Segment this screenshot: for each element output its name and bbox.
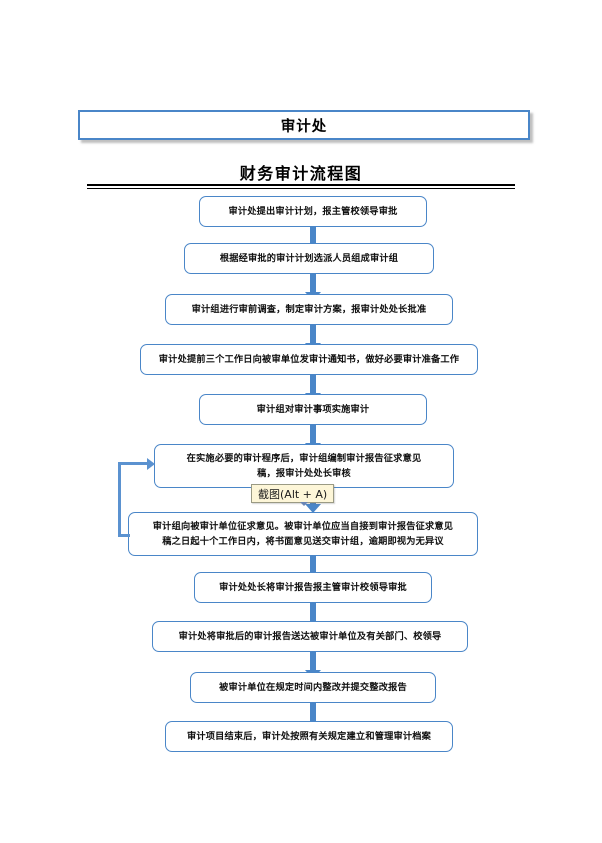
- flow-step-7[interactable]: 审计组向被审计单位征求意见。被审计单位应当自接到审计报告征求意见 稿之日起十个工…: [128, 512, 478, 556]
- flow-step-4[interactable]: 审计处提前三个工作日向被审单位发审计通知书，做好必要审计准备工作: [140, 344, 478, 375]
- flow-step-10-label: 被审计单位在规定时间内整改并提交整改报告: [219, 682, 407, 693]
- loop-segment-top: [118, 462, 148, 465]
- screenshot-tooltip-pointer-icon: [300, 502, 308, 506]
- flow-step-9-label: 审计处将审批后的审计报告送达被审计单位及有关部门、校领导: [178, 631, 442, 642]
- loop-segment-vertical: [118, 462, 121, 537]
- title-rule-thin: [87, 188, 515, 189]
- flow-step-7-label: 审计组向被审计单位征求意见。被审计单位应当自接到审计报告征求意见 稿之日起十个工…: [152, 521, 454, 547]
- flow-step-2-label: 根据经审批的审计计划选派人员组成审计组: [219, 253, 399, 264]
- flow-step-3[interactable]: 审计组进行审前调查，制定审计方案，报审计处处长批准: [165, 294, 453, 325]
- flow-step-11[interactable]: 审计项目结束后，审计处按照有关规定建立和管理审计档案: [165, 721, 453, 752]
- header-title: 审计处: [280, 117, 328, 135]
- screenshot-tooltip-label: 截图(Alt + A): [258, 487, 328, 501]
- flow-step-4-label: 审计处提前三个工作日向被审单位发审计通知书，做好必要审计准备工作: [158, 354, 460, 365]
- loop-arrowhead-icon: [147, 458, 155, 470]
- flow-step-10[interactable]: 被审计单位在规定时间内整改并提交整改报告: [190, 672, 436, 703]
- flow-step-8-label: 审计处处长将审计报告报主管审计校领导审批: [219, 582, 407, 593]
- flow-step-6[interactable]: 在实施必要的审计程序后，审计组编制审计报告征求意见 稿，报审计处处长审核: [154, 444, 454, 488]
- flow-step-5[interactable]: 审计组对审计事项实施审计: [199, 394, 427, 425]
- flow-step-11-label: 审计项目结束后，审计处按照有关规定建立和管理审计档案: [186, 731, 432, 742]
- loop-segment-bottom: [118, 534, 130, 537]
- flow-step-2[interactable]: 根据经审批的审计计划选派人员组成审计组: [184, 243, 434, 274]
- flow-step-3-label: 审计组进行审前调查，制定审计方案，报审计处处长批准: [191, 304, 427, 315]
- screenshot-tooltip: 截图(Alt + A): [251, 484, 335, 503]
- header-banner: 审计处: [78, 110, 530, 140]
- page-title: 财务审计流程图: [239, 164, 363, 183]
- flow-step-6-label: 在实施必要的审计程序后，审计组编制审计报告征求意见 稿，报审计处处长审核: [186, 453, 422, 479]
- flow-step-1-label: 审计处提出审计计划，报主管校领导审批: [228, 206, 398, 217]
- flow-step-1[interactable]: 审计处提出审计计划，报主管校领导审批: [199, 196, 427, 227]
- flow-step-8[interactable]: 审计处处长将审计报告报主管审计校领导审批: [194, 572, 432, 603]
- flow-step-9[interactable]: 审计处将审批后的审计报告送达被审计单位及有关部门、校领导: [152, 621, 468, 652]
- flow-step-5-label: 审计组对审计事项实施审计: [256, 404, 370, 415]
- title-rule-thick: [87, 184, 515, 186]
- flow-feedback-loop-7-to-6: [118, 458, 178, 542]
